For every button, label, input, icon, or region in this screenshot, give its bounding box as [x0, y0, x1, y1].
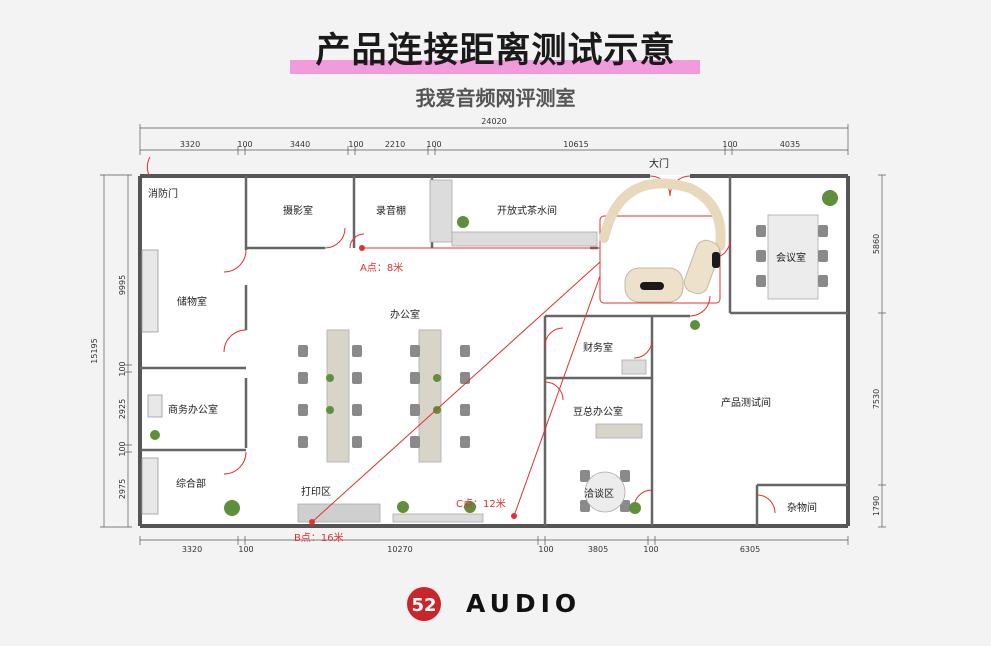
walls — [138, 174, 850, 528]
dim-right-1: 5860 — [872, 234, 881, 254]
dim-left-4: 100 — [118, 441, 127, 456]
dim-top-8: 100 — [722, 140, 737, 149]
brand-name: AUDIO — [466, 589, 582, 618]
chair-icon — [298, 225, 828, 512]
dim-top-2: 100 — [237, 140, 252, 149]
headphone-icon — [599, 178, 726, 303]
room-recording: 录音棚 — [376, 204, 406, 217]
room-finance: 财务室 — [583, 341, 613, 354]
dim-top-1: 3320 — [180, 140, 200, 149]
dim-top-7: 10615 — [563, 140, 588, 149]
room-business: 商务办公室 — [168, 403, 218, 416]
plant-icon — [150, 190, 838, 516]
room-meeting: 会议室 — [776, 251, 806, 264]
dim-bottom-6: 100 — [643, 545, 658, 554]
room-sundry: 杂物间 — [787, 501, 817, 514]
dim-bottom-3: 10270 — [387, 545, 412, 554]
point-a-label: A点：8米 — [360, 261, 403, 274]
dim-bottom-5: 3805 — [588, 545, 608, 554]
dim-bottom-7: 6305 — [740, 545, 760, 554]
logo-number: 52 — [411, 595, 436, 616]
distance-markers — [309, 245, 517, 525]
round-table — [584, 471, 626, 513]
page-title: 产品连接距离测试示意 — [315, 31, 676, 71]
room-talk: 洽谈区 — [584, 487, 614, 500]
title-highlight — [290, 60, 700, 74]
dim-bottom-4: 100 — [538, 545, 553, 554]
office-desks — [297, 179, 819, 523]
dim-top-9: 4035 — [780, 140, 800, 149]
brand-logo: 52 — [407, 587, 441, 621]
dim-top-total: 24020 — [481, 117, 506, 126]
room-print: 打印区 — [301, 485, 331, 498]
dim-right-3: 1790 — [872, 496, 881, 516]
page-subtitle: 我爱音频网评测室 — [415, 86, 576, 110]
storage-shelves — [141, 249, 163, 515]
dim-top-5: 2210 — [385, 140, 405, 149]
dim-bottom-1: 3320 — [182, 545, 202, 554]
distance-lines — [311, 247, 601, 523]
dim-top-4: 100 — [348, 140, 363, 149]
logo-circle — [407, 587, 441, 621]
room-office: 办公室 — [390, 308, 420, 321]
point-b-label: B点：16米 — [294, 531, 344, 544]
dimension-labels: 24020 3320 100 3440 100 2210 100 10615 1… — [90, 117, 881, 554]
dim-bottom-2: 100 — [238, 545, 253, 554]
dim-top-6: 100 — [426, 140, 441, 149]
dim-left-2: 100 — [118, 361, 127, 376]
dimension-lines — [100, 124, 886, 545]
dim-top-3: 3440 — [290, 140, 310, 149]
dim-right-2: 7530 — [872, 389, 881, 409]
room-boss: 豆总办公室 — [573, 405, 623, 418]
point-b-marker — [309, 519, 315, 525]
dim-left-total: 15195 — [90, 338, 99, 363]
dim-left-1: 9995 — [118, 275, 127, 295]
dim-left-3: 2925 — [118, 399, 127, 419]
point-a-marker — [359, 245, 365, 251]
title-container: 产品连接距离测试示意 — [0, 22, 991, 73]
room-main-door: 大门 — [649, 157, 669, 170]
dim-left-5: 2975 — [118, 479, 127, 499]
point-c-marker — [511, 513, 517, 519]
point-c-label: C点：12米 — [456, 497, 506, 510]
room-test: 产品测试间 — [721, 396, 771, 409]
room-storage: 储物室 — [177, 295, 207, 308]
room-tea: 开放式茶水间 — [497, 204, 557, 217]
room-labels: 消防门 摄影室 录音棚 开放式茶水间 大门 会议室 储物室 办公室 财务室 商务… — [148, 157, 817, 514]
room-fire-door: 消防门 — [148, 187, 178, 200]
room-general: 综合部 — [176, 477, 206, 490]
room-photo: 摄影室 — [283, 204, 313, 217]
